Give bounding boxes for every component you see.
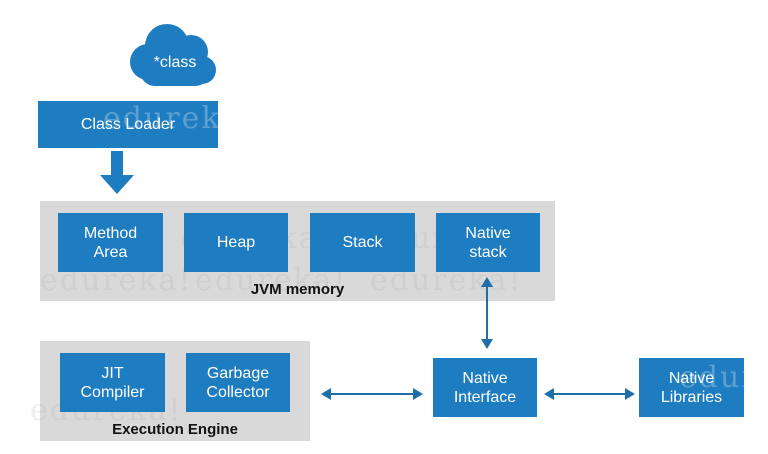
native-stack-block: Native stack xyxy=(436,213,540,272)
garbage-collector-block: Garbage Collector xyxy=(186,353,290,412)
method-area-block: Method Area xyxy=(58,213,163,272)
cloud-label: *class xyxy=(153,54,197,71)
jit-compiler-block: JIT Compiler xyxy=(60,353,165,412)
class-loader-label: Class Loader xyxy=(80,116,176,133)
heap-block: Heap xyxy=(184,213,288,272)
stack-block: Stack xyxy=(310,213,415,272)
execution-engine-label: Execution Engine xyxy=(112,421,238,438)
jvm-memory-label: JVM memory xyxy=(250,281,345,298)
native-interface-block: Native Interface xyxy=(433,358,537,417)
native-libraries-label: Native Libraries xyxy=(660,369,723,406)
